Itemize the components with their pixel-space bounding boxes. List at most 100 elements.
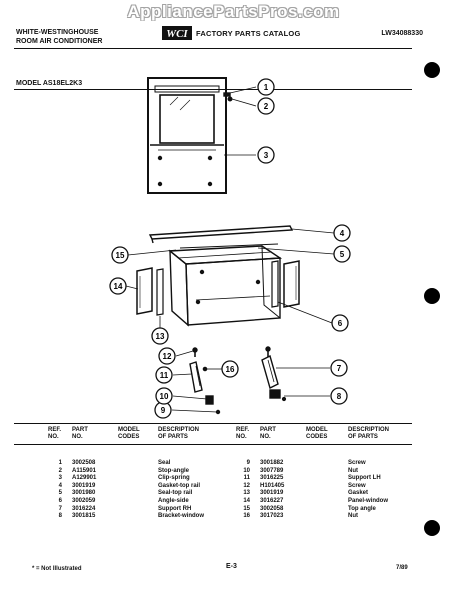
callout-10-label: 10 [160,392,169,401]
table-cell-part: 3016225 [260,475,284,482]
header-ref: REF. NO. [48,427,61,441]
callout-14: 14 [109,277,127,295]
callout-13: 13 [151,327,169,345]
table-cell-ref: 3 [58,475,62,482]
header-divider [14,48,412,49]
brand-name: WHITE-WESTINGHOUSE [16,29,99,36]
table-cell-part: 3002058 [260,505,284,512]
callout-10: 10 [155,387,173,405]
right-ref-column: 9 10 11 12 13 14 15 16 [236,460,250,521]
table-cell-ref: 11 [243,475,250,482]
binder-hole-middle [424,288,440,304]
table-cell-part: 3001882 [260,460,284,466]
table-cell-ref: 13 [243,490,250,497]
support-rh-drawing [261,346,287,402]
table-cell-desc: Stop-angle [158,467,189,474]
header-model-line2: CODES [118,434,140,440]
table-cell-desc: Nut [348,513,358,520]
table-cell-part: A129901 [72,475,97,482]
callout-3-label: 3 [264,151,269,160]
header-part-right-line2: NO. [260,434,271,440]
table-cell-desc: Top angle [348,505,376,512]
brand-block: WHITE-WESTINGHOUSE ROOM AIR CONDITIONER [16,28,102,46]
callout-8-label: 8 [337,392,342,401]
watermark: AppliancePartsPros.com [127,2,340,21]
callout-8: 8 [330,387,348,405]
left-ref-column: 1 2 3 4 5 6 7 8 [50,460,62,521]
table-cell-ref: 4 [58,482,62,489]
nut-drawing [205,395,214,405]
table-cell-desc: Screw [348,482,366,489]
page-number: E-3 [226,563,237,570]
table-cell-part: 3001815 [72,513,96,520]
logo-text: WCI [166,28,188,40]
table-cell-ref: 6 [58,497,62,504]
table-cell-part: 3001980 [72,490,96,497]
callout-6: 6 [331,314,349,332]
callout-11: 11 [155,366,173,384]
callout-1-label: 1 [264,83,269,92]
table-cell-part: 3001919 [260,490,284,497]
table-cell-desc: Angle-side [158,497,189,504]
header-ref-right: REF. NO. [236,427,249,441]
table-cell-ref: 5 [58,490,62,497]
callout-3: 3 [257,146,275,164]
header-model-right-line1: MODEL [306,427,328,433]
catalog-title: FACTORY PARTS CATALOG [196,28,301,38]
header-model: MODEL CODES [118,427,140,441]
table-cell-desc: Clip-spring [158,475,190,482]
header-part-right-line1: PART [260,427,276,433]
header-model-right-line2: CODES [306,434,328,440]
catalog-number: LW34088330 [381,30,423,37]
window-panel-drawing [147,77,227,194]
header-part-line2: NO. [72,434,83,440]
header-desc: DESCRIPTION OF PARTS [158,427,199,441]
table-top-rule [14,423,412,424]
callout-4: 4 [333,224,351,242]
model-divider [14,89,412,90]
top-angle-drawing [179,243,279,249]
model-label: MODEL AS18EL2K3 [16,80,83,87]
table-cell-ref: 15 [243,505,250,512]
table-cell-ref: 12 [243,482,250,489]
table-cell-part: 3016227 [260,497,284,504]
right-desc-column: Screw Nut Support LH Screw Gasket Panel-… [348,460,388,521]
callout-6-label: 6 [338,319,343,328]
callout-5-label: 5 [340,250,345,259]
right-part-column: 3001882 3007789 3016225 H101405 3001919 … [260,460,284,521]
table-cell-part: H101405 [260,482,285,489]
table-cell-ref: 10 [243,467,250,474]
header-ref-line2: NO. [48,434,59,440]
callout-15: 15 [111,246,129,264]
callout-5: 5 [333,245,351,263]
callouts: 1 2 3 4 5 6 7 8 9 10 11 12 13 14 15 16 [109,78,351,419]
clip-drawing [227,96,233,102]
callout-7: 7 [330,359,348,377]
wci-logo-icon: WCI [162,26,192,40]
callout-14-label: 14 [114,282,123,291]
table-cell-desc: Support LH [348,475,381,482]
table-cell-ref: 1 [58,460,62,466]
header-part-right: PART NO. [260,427,276,441]
header-model-line1: MODEL [118,427,140,433]
table-cell-ref: 16 [243,513,250,520]
header-desc-right-line1: DESCRIPTION [348,427,390,433]
callout-12-label: 12 [163,352,172,361]
table-cell-part: 3002508 [72,460,96,466]
table-cell-part: 3007789 [260,467,284,474]
callout-4-label: 4 [340,229,345,238]
callout-11-label: 11 [160,371,169,380]
revision-date: 7/89 [396,565,408,571]
callout-1: 1 [257,78,275,96]
callout-2-label: 2 [264,102,269,111]
table-cell-part: 3016224 [72,505,96,512]
header-part: PART NO. [72,427,88,441]
header-ref-right-line2: NO. [236,434,247,440]
left-desc-column: Seal Stop-angle Clip-spring Gasket-top r… [158,460,204,521]
table-cell-part: A115901 [72,467,97,474]
callout-16: 16 [221,360,239,378]
table-cell-ref: 8 [58,513,62,520]
table-cell-part: 3017023 [260,513,284,520]
header-desc-line2: OF PARTS [158,434,188,440]
